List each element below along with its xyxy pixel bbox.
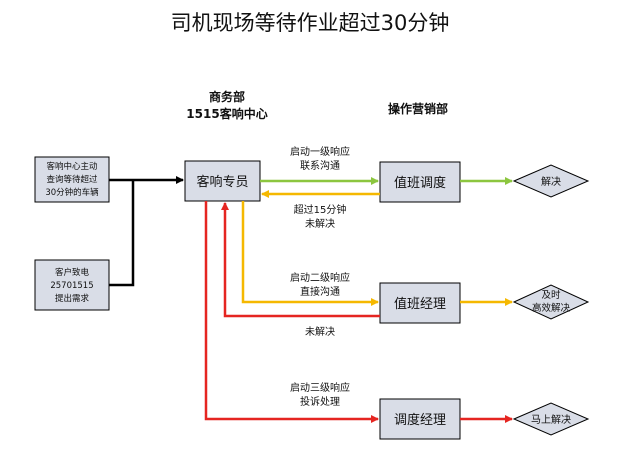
level2-label-line1: 启动二级响应 <box>290 271 350 284</box>
source-call-box <box>34 259 110 311</box>
source-call-line3: 提出需求 <box>55 293 90 304</box>
level2-arrow <box>241 201 379 306</box>
source-call-line1: 客户致电 <box>55 267 90 278</box>
outcome-immediate-diamond <box>512 402 590 436</box>
level3-arrow <box>204 201 379 423</box>
level2-label-line2: 直接沟通 <box>300 285 340 298</box>
dept-left-header: 商务部 <box>209 89 245 104</box>
source-query-line3: 30分钟的车辆 <box>45 187 99 198</box>
outcome-solved-label: 解决 <box>541 175 561 188</box>
outcome-immediate-label: 马上解决 <box>531 413 571 426</box>
agent-label: 客响专员 <box>196 174 248 190</box>
dispatch-manager-box <box>379 398 461 440</box>
level2-fallback-arrow <box>221 202 380 318</box>
source-query-line2: 查询等待超过 <box>46 174 98 185</box>
level1-label-line1: 启动一级响应 <box>290 145 350 158</box>
level1-label-line2: 联系沟通 <box>300 159 340 172</box>
fallback2-label: 未解决 <box>305 325 335 338</box>
dept-left-subheader: 1515客响中心 <box>186 106 267 121</box>
outcome-timely-line1: 及时 <box>541 289 561 301</box>
duty-dispatch-label: 值班调度 <box>394 175 446 191</box>
fallback1-label-line2: 未解决 <box>305 217 335 230</box>
agent-box <box>184 160 261 202</box>
source-query-line1: 客响中心主动 <box>46 161 98 172</box>
level3-label-line2: 投诉处理 <box>300 395 340 408</box>
dept-right-header: 操作营销部 <box>388 101 448 116</box>
duty-manager-label: 值班经理 <box>394 296 446 312</box>
fallback1-label-line1: 超过15分钟 <box>294 203 347 216</box>
dispatch-manager-label: 调度经理 <box>394 412 446 428</box>
diagram-title: 司机现场等待作业超过30分钟 <box>171 11 450 35</box>
source-query-box <box>34 156 110 203</box>
outcome-timely-diamond <box>512 284 590 320</box>
outcome-timely-line2: 高效解决 <box>532 302 571 314</box>
level3-label-line1: 启动三级响应 <box>290 381 350 394</box>
source-call-line2: 25701515 <box>50 281 93 291</box>
call-to-agent-connector <box>109 180 135 287</box>
outcome-solved-diamond <box>512 164 590 198</box>
